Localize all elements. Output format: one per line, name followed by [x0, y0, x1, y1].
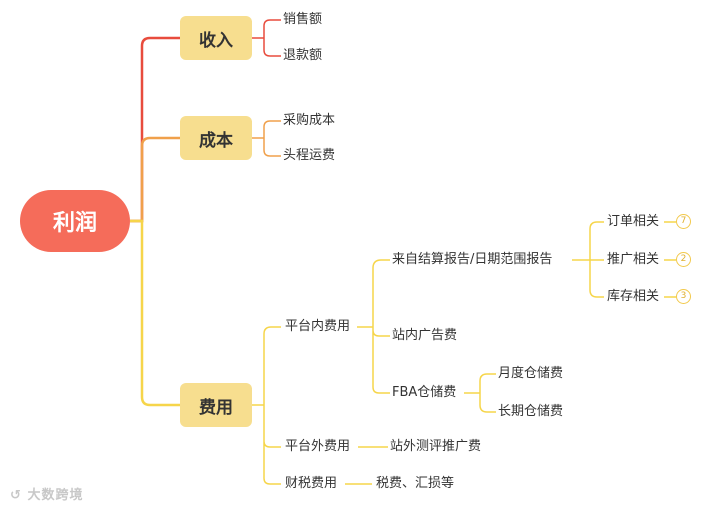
count-badge-promotion[interactable]: 2: [676, 252, 691, 267]
link-expense-children: [252, 326, 281, 485]
node-tax-expense[interactable]: 财税费用: [285, 476, 338, 491]
link-cost-children: [252, 120, 281, 157]
link-root-income: [130, 36, 180, 223]
leaf-monthly-storage[interactable]: 月度仓储费: [498, 366, 564, 381]
leaf-tax-fx-loss[interactable]: 税费、汇损等: [376, 476, 455, 491]
watermark-text: 大数跨境: [27, 488, 84, 503]
watermark-logo: ↺ 大数跨境: [10, 484, 83, 503]
link-fba-children: [464, 373, 496, 413]
leaf-first-leg-freight[interactable]: 头程运费: [283, 148, 336, 163]
branch-node-expense[interactable]: 费用: [180, 383, 252, 427]
branch-node-income[interactable]: 收入: [180, 16, 252, 60]
link-badges: [664, 221, 676, 298]
count-badge-order[interactable]: 7: [676, 214, 691, 229]
link-root-cost: [130, 136, 180, 223]
count-badge-inventory[interactable]: 3: [676, 289, 691, 304]
leaf-sales[interactable]: 销售额: [283, 12, 323, 27]
node-platform-internal[interactable]: 平台内费用: [285, 319, 351, 334]
watermark-icon: ↺: [10, 488, 22, 503]
link-internal-children: [357, 259, 390, 394]
root-node-profit[interactable]: 利润: [20, 190, 130, 252]
branch-node-cost[interactable]: 成本: [180, 116, 252, 160]
leaf-promotion-related[interactable]: 推广相关: [607, 252, 660, 267]
leaf-long-term-storage[interactable]: 长期仓储费: [498, 404, 564, 419]
leaf-offsite-review-promo[interactable]: 站外测评推广费: [390, 439, 482, 454]
link-income-children: [252, 19, 281, 57]
leaf-refunds[interactable]: 退款额: [283, 48, 323, 63]
leaf-purchase-cost[interactable]: 采购成本: [283, 113, 336, 128]
node-settlement-report[interactable]: 来自结算报告/日期范围报告: [392, 252, 553, 267]
link-root-expense: [130, 219, 180, 407]
node-fba-storage[interactable]: FBA仓储费: [392, 385, 457, 400]
leaf-inventory-related[interactable]: 库存相关: [607, 289, 660, 304]
leaf-onsite-ads[interactable]: 站内广告费: [392, 328, 458, 343]
node-platform-external[interactable]: 平台外费用: [285, 439, 351, 454]
link-settlement-children: [572, 221, 604, 298]
leaf-order-related[interactable]: 订单相关: [607, 214, 660, 229]
